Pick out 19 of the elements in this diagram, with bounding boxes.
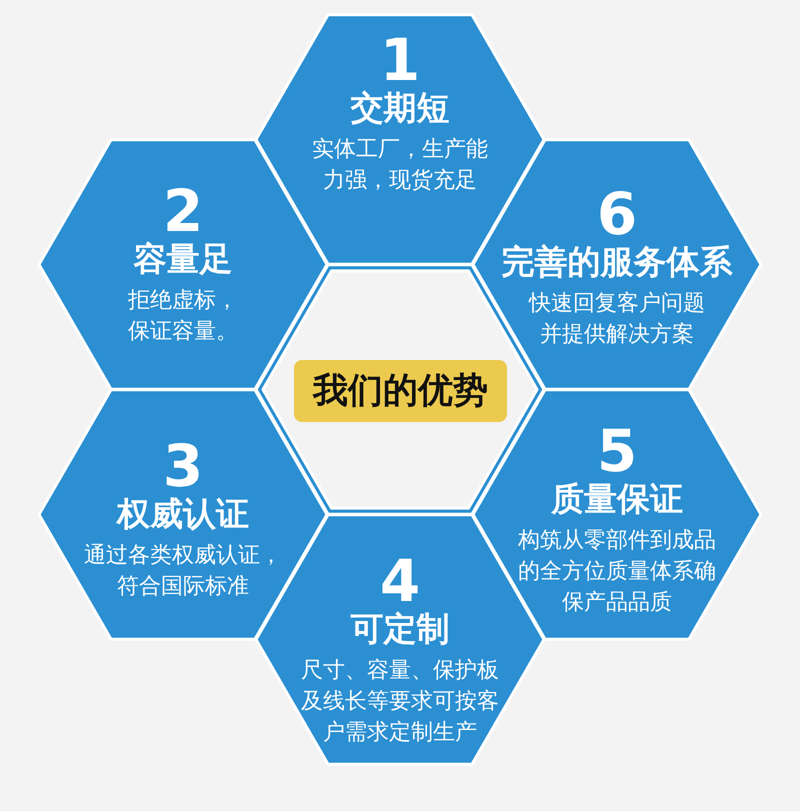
step-number: 3 xyxy=(162,438,204,494)
heading: 完善的服务体系 xyxy=(502,242,732,282)
heading: 可定制 xyxy=(350,608,450,648)
step-number: 2 xyxy=(162,182,204,238)
description: 快速回复客户问题并提供解决方案 xyxy=(528,290,706,348)
heading: 权威认证 xyxy=(117,494,249,534)
step-number: 4 xyxy=(380,552,420,608)
description: 拒绝虚标，保证容量。 xyxy=(127,286,239,346)
description: 实体工厂，生产能力强，现货充足 xyxy=(310,136,489,194)
heading: 交期短 xyxy=(350,88,450,128)
step-number: 1 xyxy=(380,32,420,88)
heading: 容量足 xyxy=(134,238,232,278)
heading: 质量保证 xyxy=(551,478,683,518)
step-number: 6 xyxy=(596,186,638,242)
description: 通过各类权威认证，符合国际标准 xyxy=(82,542,283,600)
step-number: 5 xyxy=(596,422,638,478)
description: 尺寸、容量、保护板及线长等要求可按客户需求定制生产 xyxy=(300,656,500,746)
description: 构筑从零部件到成品的全方位质量体系确保产品品质 xyxy=(516,526,717,616)
title-banner: 我们的优势 xyxy=(294,360,507,422)
